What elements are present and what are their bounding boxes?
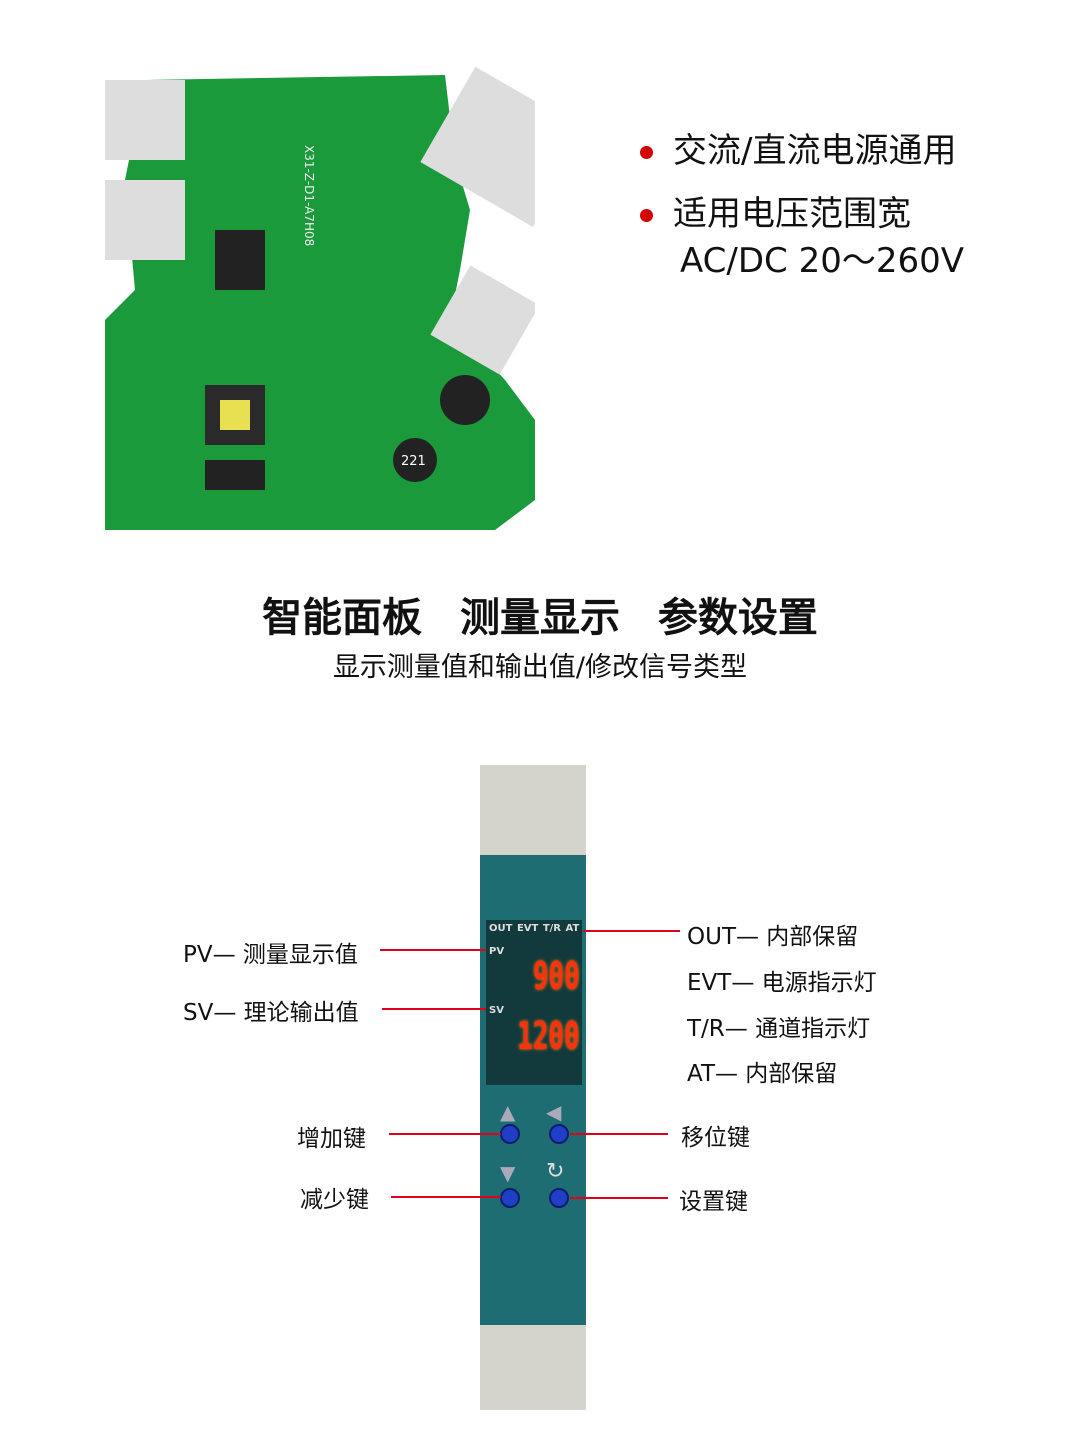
feature-text: 适用电压范围宽 xyxy=(673,194,911,234)
label-shift: 移位键 xyxy=(681,1125,750,1151)
pointer-line xyxy=(389,1133,501,1135)
decrease-button[interactable] xyxy=(500,1188,520,1208)
pv-display-box: 900 xyxy=(510,955,580,997)
shift-button[interactable] xyxy=(549,1124,569,1144)
pv-display: 900 xyxy=(533,954,580,998)
label-out: OUT— 内部保留 xyxy=(687,924,859,950)
pointer-line xyxy=(570,1133,668,1135)
pointer-line xyxy=(391,1196,501,1198)
pointer-line xyxy=(570,1197,668,1199)
pointer-line xyxy=(583,930,680,932)
pcb-board-image: 221 X31-Z-D1-A7H08 xyxy=(105,66,535,530)
inductor-label: 221 xyxy=(401,454,426,469)
pointer-line xyxy=(382,1008,486,1010)
set-button[interactable] xyxy=(549,1188,569,1208)
label-decrease: 减少键 xyxy=(300,1187,369,1213)
feature-2-range: AC/DC 20～260V xyxy=(680,241,965,281)
label-increase: 增加键 xyxy=(297,1126,366,1152)
label-set: 设置键 xyxy=(679,1189,748,1215)
headline: 智能面板 测量显示 参数设置 xyxy=(262,595,818,641)
label-evt: EVT— 电源指示灯 xyxy=(687,970,877,996)
label-pv: PV— 测量显示值 xyxy=(183,942,358,968)
increase-button[interactable] xyxy=(500,1124,520,1144)
refresh-icon: ↻ xyxy=(546,1159,565,1184)
label-sv: SV— 理论输出值 xyxy=(183,1000,359,1026)
sv-display: 1200 xyxy=(517,1014,580,1058)
bullet-icon xyxy=(640,146,653,159)
indicator-out: OUT xyxy=(489,923,513,934)
feature-text: 交流/直流电源通用 xyxy=(673,131,957,171)
up-arrow-icon: ▲ xyxy=(500,1100,516,1124)
bullet-icon xyxy=(640,209,653,222)
indicator-tr: T/R xyxy=(542,923,562,934)
label-tr: T/R— 通道指示灯 xyxy=(687,1016,871,1042)
indicator-at: AT xyxy=(565,923,580,934)
controller-device: OUT EVT T/R AT PV 900 SV 1200 ▲ ◀ ▼ ↻ xyxy=(480,765,586,1410)
feature-2: 适用电压范围宽 xyxy=(640,186,911,235)
down-arrow-icon: ▼ xyxy=(500,1161,516,1185)
feature-1: 交流/直流电源通用 xyxy=(640,123,956,172)
sv-tag: SV xyxy=(489,1005,504,1016)
sv-display-box: 1200 xyxy=(510,1015,580,1057)
pv-tag: PV xyxy=(489,946,505,957)
label-at: AT— 内部保留 xyxy=(687,1061,838,1087)
subheadline: 显示测量值和输出值/修改信号类型 xyxy=(332,652,748,683)
indicator-evt: EVT xyxy=(516,923,539,934)
left-arrow-icon: ◀ xyxy=(546,1100,562,1124)
pointer-line xyxy=(380,949,486,951)
silkscreen-text: X31-Z-D1-A7H08 xyxy=(302,145,316,246)
